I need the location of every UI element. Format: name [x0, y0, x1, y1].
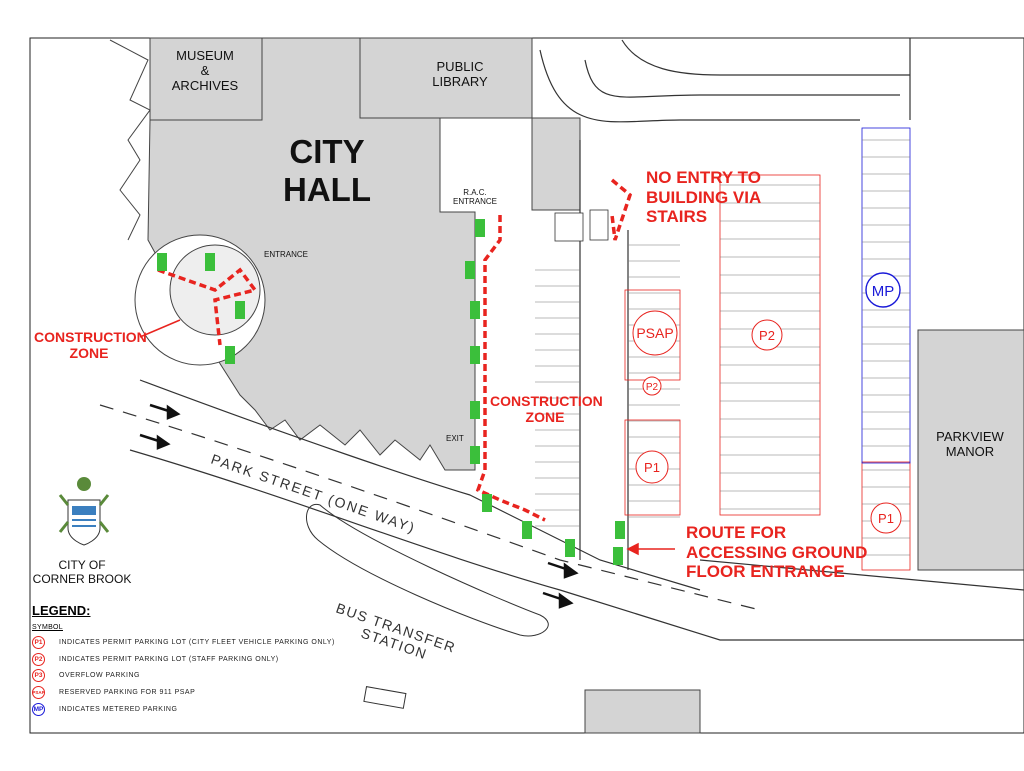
- park-street: [99, 379, 1024, 641]
- parking-stalls: [535, 139, 910, 556]
- south-building: [584, 689, 701, 734]
- route-pointer: [626, 542, 675, 556]
- rotunda: [134, 234, 266, 366]
- route-arrow-icon: [157, 253, 167, 271]
- stairs: [554, 209, 609, 242]
- route-arrow-icon: [205, 253, 215, 271]
- psap-label: PSAP: [636, 325, 673, 341]
- small-rect: [363, 686, 407, 709]
- access-road: [539, 38, 1024, 591]
- route-arrow-icon: [522, 521, 532, 539]
- route-arrow-icon: [235, 301, 245, 319]
- p1-lot: [624, 419, 681, 516]
- buildings: [147, 37, 1024, 734]
- legend-item: P1 INDICATES PERMIT PARKING LOT (CITY FL…: [32, 634, 392, 651]
- exit-label: EXIT: [446, 434, 464, 443]
- route-arrows: [157, 219, 625, 565]
- mp-lot: [861, 127, 911, 464]
- entrance-label: ENTRANCE: [264, 250, 309, 259]
- legend-item: MP INDICATES METERED PARKING: [32, 701, 392, 718]
- mp-symbol-icon: MP: [32, 703, 45, 717]
- route-path: [157, 178, 633, 522]
- rac-entrance-label: R.A.C.ENTRANCE: [452, 188, 497, 207]
- route-arrow-icon: [470, 301, 480, 319]
- library-annex: [531, 117, 581, 211]
- p2-label: P2: [759, 328, 775, 343]
- legend-item: PSAP RESERVED PARKING FOR 911 PSAP: [32, 684, 392, 701]
- mp-marker: [865, 272, 901, 308]
- route-arrow-icon: [470, 346, 480, 364]
- route-arrow-icon: [565, 539, 575, 557]
- route-arrow-icon: [482, 494, 492, 512]
- construction-pointer: [139, 319, 181, 338]
- bus-island: [305, 503, 549, 637]
- route-arrow-icon: [613, 547, 623, 565]
- legend-item: P2 INDICATES PERMIT PARKING LOT (STAFF P…: [32, 651, 392, 668]
- traffic-arrows: [139, 403, 579, 609]
- route-arrow-icon: [470, 446, 480, 464]
- p2-symbol-icon: P2: [32, 652, 45, 666]
- p1-symbol-icon: P1: [32, 635, 45, 649]
- museum-label: MUSEUM&ARCHIVES: [171, 48, 239, 93]
- p2-small-label: P2: [646, 382, 659, 393]
- p3-symbol-icon: P3: [32, 669, 45, 683]
- psap-symbol-icon: PSAP: [32, 686, 45, 700]
- route-arrow-icon: [475, 219, 485, 237]
- park-street-label: PARK STREET (ONE WAY): [209, 451, 418, 536]
- route-arrow-icon: [465, 261, 475, 279]
- route-arrow-icon: [615, 521, 625, 539]
- route-arrow-icon: [225, 346, 235, 364]
- mp-label: MP: [872, 283, 895, 300]
- parking-markers: [632, 310, 902, 534]
- legend-title: LEGEND:: [32, 603, 91, 618]
- p2-lot: [719, 174, 821, 516]
- parkview-building: [917, 329, 1024, 571]
- route-arrow-icon: [470, 401, 480, 419]
- legend-subtitle: SYMBOL: [32, 624, 63, 631]
- city-crest-icon: [58, 477, 110, 546]
- legend-item: P3 OVERFLOW PARKING: [32, 668, 392, 685]
- west-outline: [109, 39, 151, 241]
- p1-east-label: P1: [878, 511, 894, 526]
- p1-lot-east: [861, 461, 911, 571]
- legend: LEGEND: SYMBOL P1 INDICATES PERMIT PARKI…: [32, 603, 392, 718]
- parking-areas: [624, 174, 911, 571]
- p1-label: P1: [644, 460, 660, 475]
